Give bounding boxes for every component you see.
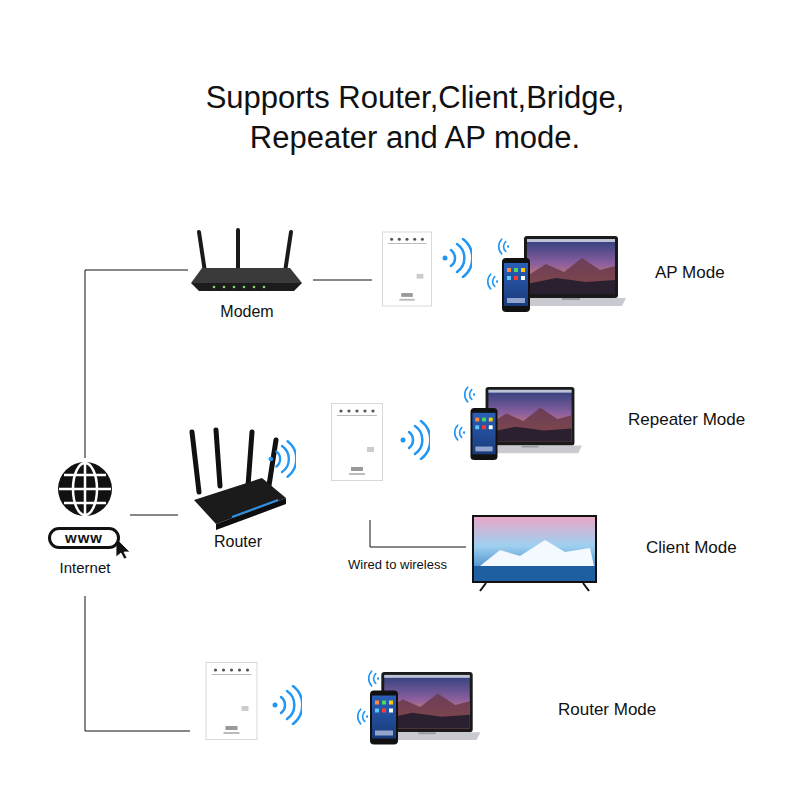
router-mode-devices	[206, 663, 480, 745]
mode-label: AP Mode	[655, 263, 725, 283]
router-device	[192, 430, 286, 530]
device-label: Internet	[40, 559, 130, 576]
wifi-signal	[268, 441, 296, 476]
modem-device	[191, 230, 302, 291]
url-pill: www	[48, 527, 120, 549]
connector-line	[130, 515, 178, 516]
diagram-title: Supports Router,Client,Bridge, Repeater …	[150, 78, 680, 158]
modem-node: Modem	[188, 226, 306, 323]
mode-label: Repeater Mode	[628, 410, 745, 430]
note-label: Wired to wireless	[348, 557, 447, 572]
device-label: Modem	[188, 303, 306, 321]
connector-path	[85, 270, 188, 458]
tv-device	[472, 515, 597, 591]
ap-mode-devices	[382, 232, 626, 312]
connector-path	[130, 515, 178, 516]
device-label: Router	[178, 533, 298, 551]
mode-label: Client Mode	[646, 538, 737, 558]
internet-node: wwwInternet	[40, 458, 130, 580]
globe-icon	[58, 462, 112, 516]
connector-line	[85, 270, 188, 458]
wire	[85, 280, 466, 731]
router-node: Router	[178, 425, 298, 555]
repeater-mode-devices	[332, 387, 583, 481]
mode-label: Router Mode	[558, 700, 656, 720]
